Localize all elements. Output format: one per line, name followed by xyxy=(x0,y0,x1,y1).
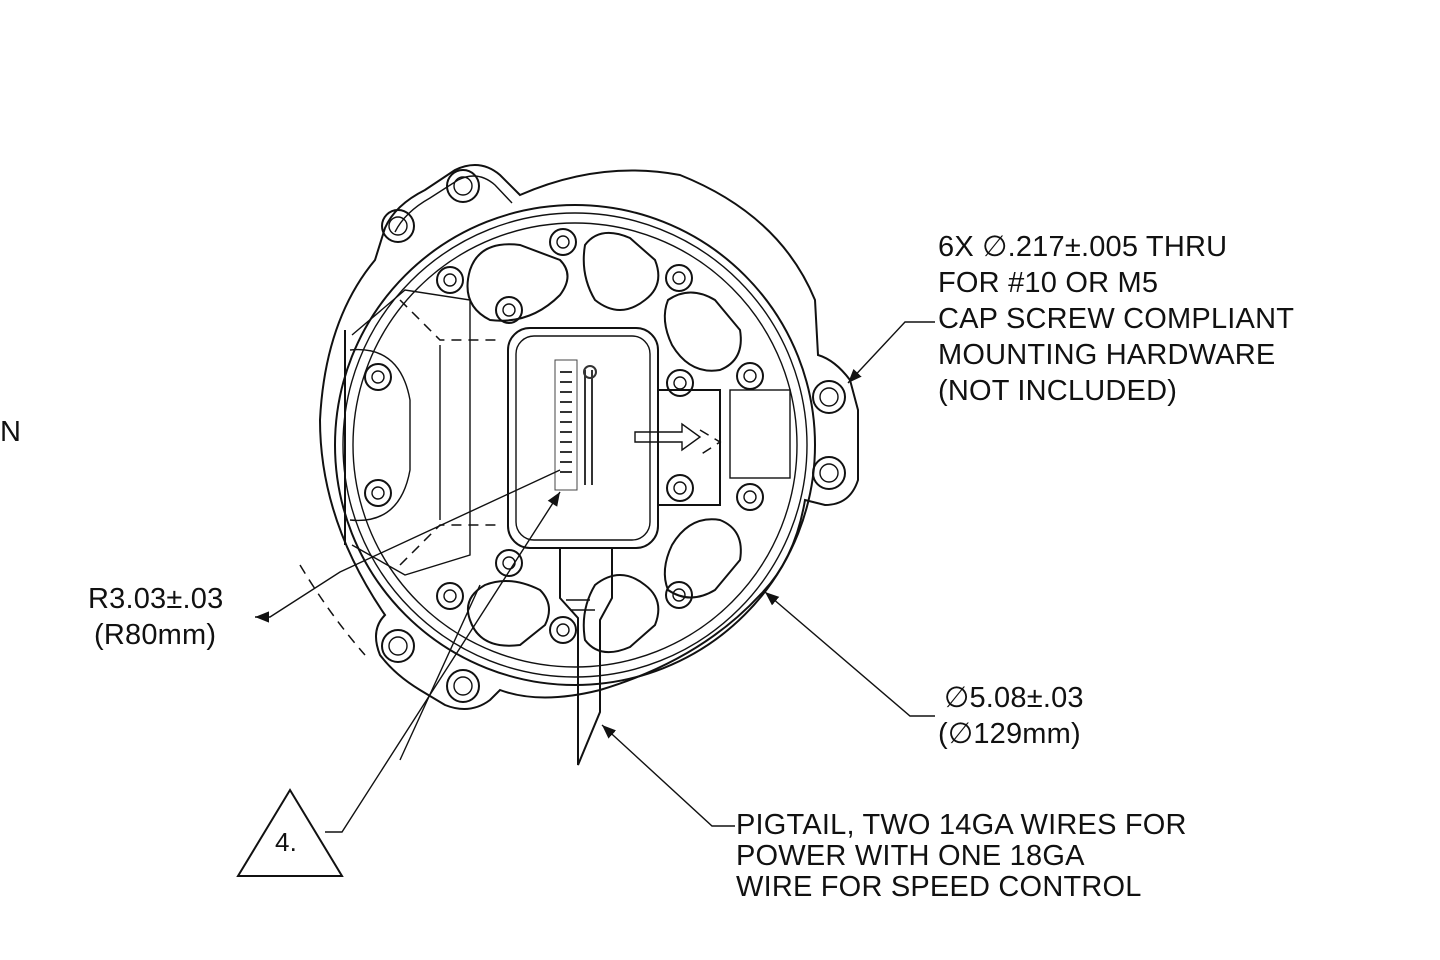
vane-cutouts xyxy=(466,231,742,654)
radius-callout-line-1: R3.03±.03 xyxy=(88,583,224,615)
holes-callout: 6X ∅.217±.005 THRU FOR #10 OR M5 CAP SCR… xyxy=(938,229,1294,409)
flow-arrow-icon xyxy=(634,422,722,456)
pigtail-cable xyxy=(559,548,613,766)
mounting-hole-icon xyxy=(381,169,846,703)
holes-callout-line-1: 6X ∅.217±.005 THRU xyxy=(938,231,1228,263)
diameter-callout-line-1: ∅5.08±.03 xyxy=(944,682,1084,714)
edge-fragment-text: N xyxy=(0,416,22,448)
holes-callout-line-5: (NOT INCLUDED) xyxy=(938,375,1178,407)
radius-callout: R3.03±.03 (R80mm) xyxy=(88,581,223,653)
holes-callout-line-3: CAP SCREW COMPLIANT xyxy=(938,303,1295,335)
pigtail-callout-line-2: POWER WITH ONE 18GA xyxy=(736,840,1085,872)
flange-outline xyxy=(318,164,859,710)
radius-callout-line-2: (R80mm) xyxy=(94,619,217,651)
note-flag-label: 4. xyxy=(275,827,298,857)
pump-body xyxy=(334,204,816,686)
diameter-callout-line-2: (∅129mm) xyxy=(938,718,1081,750)
flag-triangle-icon xyxy=(236,788,344,877)
pigtail-callout: PIGTAIL, TWO 14GA WIRES FOR POWER WITH O… xyxy=(736,810,1187,903)
leader-arrow-icon xyxy=(255,321,935,833)
inlet-port xyxy=(344,289,500,576)
pigtail-callout-line-3: WIRE FOR SPEED CONTROL xyxy=(736,871,1142,903)
radius-arc xyxy=(299,564,366,656)
diameter-callout: ∅5.08±.03 (∅129mm) xyxy=(938,680,1084,752)
screws xyxy=(364,228,764,644)
holes-callout-line-4: MOUNTING HARDWARE xyxy=(938,339,1276,371)
pigtail-callout-line-1: PIGTAIL, TWO 14GA WIRES FOR xyxy=(736,809,1187,841)
holes-callout-line-2: FOR #10 OR M5 xyxy=(938,267,1159,299)
cover-plate xyxy=(507,327,791,549)
